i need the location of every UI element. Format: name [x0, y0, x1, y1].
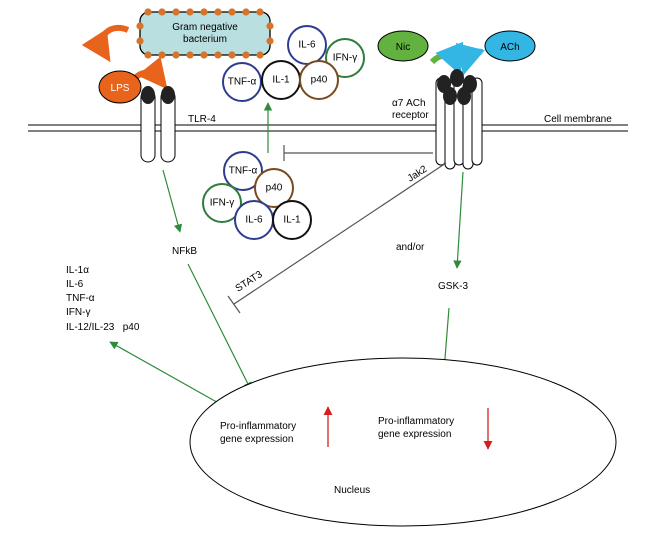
bacterium-dot [144, 8, 152, 16]
tlr4-label: TLR-4 [188, 114, 216, 125]
bacterium-dot [186, 51, 194, 59]
pro-inflammatory-right-line1: Pro-inflammatory [378, 416, 454, 427]
nicotine-molecule: Nic [377, 30, 429, 62]
lps-molecule: LPS [98, 70, 142, 104]
ach-label: ACh [500, 42, 519, 53]
nic-label: Nic [396, 42, 410, 53]
cell-membrane-label: Cell membrane [544, 114, 612, 125]
receptor-label-line1: α7 ACh [392, 98, 426, 109]
bacterium-dot [136, 37, 144, 45]
acetylcholine-molecule: ACh [484, 30, 536, 62]
lps-label: LPS [111, 83, 130, 94]
cytokine-list-item: IL-6 [66, 279, 84, 290]
bacterium-dot [214, 8, 222, 16]
released-il6-label: IL-6 [298, 40, 316, 51]
pro-inflammatory-left-line1: Pro-inflammatory [220, 421, 296, 432]
jak2-stat3-inhibition-line [227, 162, 447, 314]
tlr4-receptor [140, 86, 176, 163]
released-ifng-label: IFN-γ [333, 53, 357, 64]
intracellular-tnfa-label: TNF-α [229, 166, 258, 177]
cytokine-list-item: TNF-α [66, 293, 95, 304]
released-cytokine-cluster: IL-6 IFN-γ TNF-α IL-1 p40 [222, 25, 365, 102]
nfkb-label: NFkB [172, 246, 197, 257]
receptor-label-line2: receptor [392, 110, 429, 121]
cytokine-list-item: IL-12/IL-23 p40 [66, 322, 140, 333]
gsk3-label: GSK-3 [438, 281, 468, 292]
stat3-label: STAT3 [234, 269, 265, 295]
and-or-label: and/or [396, 242, 425, 253]
cytokine-list-item: IL-1α [66, 265, 89, 276]
pro-inflammatory-right-line2: gene expression [378, 429, 451, 440]
nfkb-to-nucleus-arrow [187, 263, 252, 391]
cytokine-list: IL-1α IL-6 TNF-α IFN-γ IL-12/IL-23 p40 [66, 265, 140, 333]
nucleus-label: Nucleus [334, 485, 370, 496]
nucleus [189, 357, 617, 527]
bacterium-dot [266, 37, 274, 45]
secretion-inhibition-line [283, 145, 433, 161]
bacterium-dot [172, 8, 180, 16]
bacterium-dot [228, 51, 236, 59]
bacterium-dot [242, 8, 250, 16]
intracellular-il6-label: IL-6 [245, 215, 263, 226]
receptor-to-gsk3-arrow [453, 171, 464, 269]
bacterium-dot [186, 8, 194, 16]
expression-to-cytokines-arrow [109, 341, 223, 406]
bacterium-dot [256, 51, 264, 59]
bacterium-label-line2: bacterium [183, 34, 227, 45]
released-il1-label: IL-1 [272, 75, 290, 86]
intracellular-p40-label: p40 [266, 183, 283, 194]
alpha7-ach-receptor [435, 69, 483, 170]
bacterium-dot [200, 8, 208, 16]
intracellular-il1-label: IL-1 [283, 215, 301, 226]
bacterium-dot [228, 8, 236, 16]
bacterium-dot [172, 51, 180, 59]
bacterium-dot [158, 51, 166, 59]
released-tnfa-label: TNF-α [228, 77, 257, 88]
bacterium-release-arrow [81, 25, 130, 63]
bacterium-dot [144, 51, 152, 59]
bacterium-dot [200, 51, 208, 59]
bacterium-dot [136, 22, 144, 30]
bacterium-dot [266, 22, 274, 30]
gram-negative-bacterium: Gram negative bacterium [136, 8, 274, 59]
bacterium-dot [158, 8, 166, 16]
bacterium-dot [214, 51, 222, 59]
bacterium-label-line1: Gram negative [172, 22, 238, 33]
bacterium-dot [242, 51, 250, 59]
intracellular-ifng-label: IFN-γ [210, 198, 234, 209]
intracellular-cytokine-cluster: TNF-α p40 IFN-γ IL-6 IL-1 [202, 151, 312, 240]
pro-inflammatory-left-line2: gene expression [220, 434, 293, 445]
cytokine-list-item: IFN-γ [66, 307, 90, 318]
bacterium-dot [256, 8, 264, 16]
tlr4-to-nfkb-arrow [162, 169, 183, 233]
ach-binding-arrow [455, 42, 485, 76]
cell-membrane [28, 124, 628, 132]
released-p40-label: p40 [311, 75, 328, 86]
nic-binding-arrow [429, 41, 464, 76]
